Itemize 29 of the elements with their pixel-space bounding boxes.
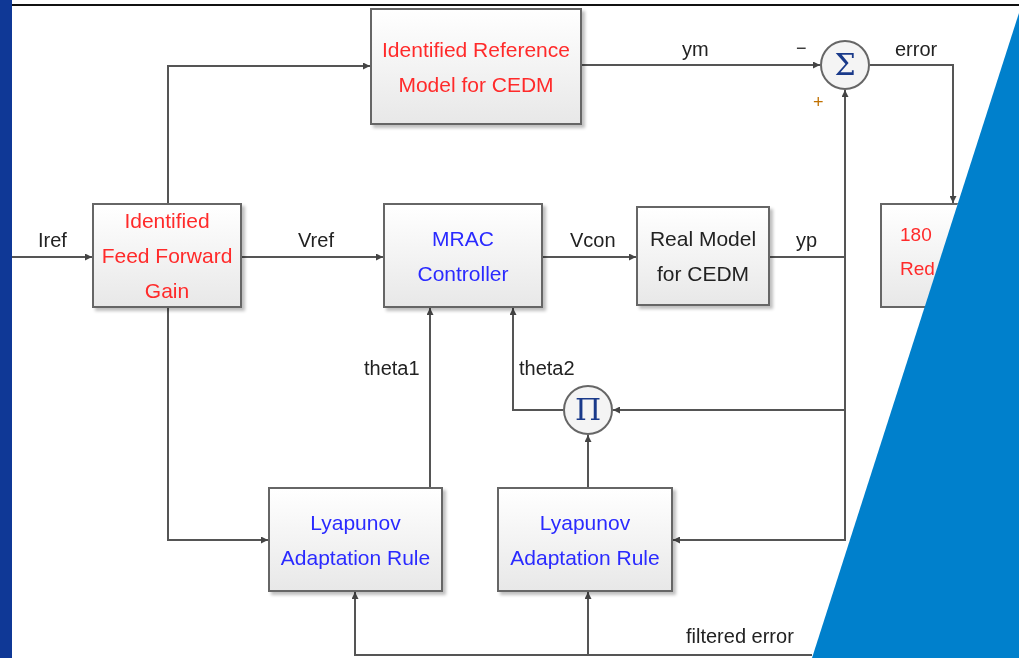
arrow [167, 62, 371, 204]
process-box [497, 487, 673, 592]
process-box [370, 8, 582, 125]
arrow [241, 253, 384, 261]
arrow [581, 61, 821, 69]
arrow [11, 253, 93, 261]
sign-label: + [813, 92, 824, 112]
block-label: Identified Reference Model for CEDM [381, 36, 571, 98]
arrow [509, 307, 564, 411]
operator-symbol: Σ [834, 48, 856, 82]
arrow [167, 307, 269, 544]
block-label: 180 Red [900, 222, 936, 281]
operator-symbol: Π [574, 393, 602, 427]
arrow [542, 253, 637, 261]
block-label: Identified Feed Forward Gain [100, 208, 234, 304]
block-label: MRAC Controller [416, 225, 510, 287]
block-label: Lyapunov Adaptation Rule [279, 509, 432, 571]
block-label: Lyapunov Adaptation Rule [509, 509, 661, 571]
process-box [636, 206, 770, 306]
block-label: Real Model for CEDM [648, 226, 758, 287]
process-box [383, 203, 543, 308]
process-box [92, 203, 242, 308]
arrow [584, 434, 592, 488]
arrow [869, 64, 957, 204]
sign-label: − [796, 38, 807, 58]
summing-junction [820, 40, 870, 90]
process-box [268, 487, 443, 592]
multiplier-junction [563, 385, 613, 435]
arrow [426, 307, 434, 488]
